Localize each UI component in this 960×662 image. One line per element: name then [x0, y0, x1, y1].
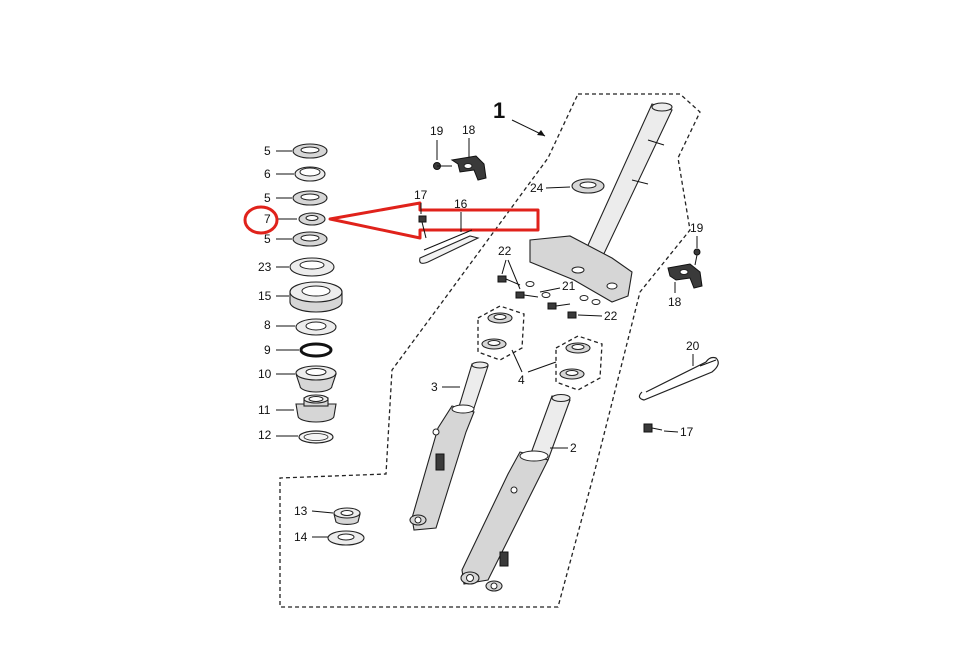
callout-20: 20 — [686, 339, 700, 353]
callout-16: 16 — [454, 197, 468, 211]
callout-22-bottom: 22 — [604, 309, 618, 323]
part-5-top — [292, 143, 328, 159]
callout-9: 9 — [264, 343, 271, 357]
part-24-nut — [571, 178, 605, 194]
part-4-seal-kit-left — [477, 305, 525, 361]
callout-6: 6 — [264, 167, 271, 181]
part-19-screw-top — [433, 162, 452, 170]
part-4-seal-kit-right — [555, 335, 603, 391]
steering-stem — [529, 102, 673, 303]
part-2-fork-right — [460, 393, 571, 592]
callout-13: 13 — [294, 504, 308, 518]
part-17-screw-top — [418, 215, 427, 239]
part-9-seal — [299, 342, 333, 358]
callout-23: 23 — [258, 260, 272, 274]
part-7 — [298, 212, 326, 226]
callout-12: 12 — [258, 428, 272, 442]
callout-15: 15 — [258, 289, 272, 303]
part-5-middle — [292, 190, 328, 206]
parts-21-22-bolts — [497, 275, 601, 319]
assembly-boundary — [279, 93, 701, 608]
callout-22-top: 22 — [498, 244, 512, 258]
callout-5-bottom: 5 — [264, 232, 271, 246]
callout-4: 4 — [518, 373, 525, 387]
callout-10: 10 — [258, 367, 272, 381]
callout-14: 14 — [294, 530, 308, 544]
part-12-ring — [298, 430, 334, 444]
part-10-cone — [295, 365, 337, 393]
part-15-bearing — [289, 281, 343, 313]
callout-21: 21 — [562, 279, 576, 293]
part-5-bottom — [292, 231, 328, 247]
callout-19-right: 19 — [690, 221, 704, 235]
part-14-washer — [327, 530, 365, 546]
part-11-cup — [295, 394, 337, 423]
callout-19-top: 19 — [430, 124, 444, 138]
callout-5-middle: 5 — [264, 191, 271, 205]
part-3-fork-left — [409, 361, 489, 531]
callout-11: 11 — [258, 403, 271, 417]
highlight-arrow — [328, 201, 540, 240]
callout-18-top: 18 — [462, 123, 476, 137]
part-23-washer — [289, 257, 335, 277]
callout-24: 24 — [530, 181, 544, 195]
part-6 — [294, 166, 326, 182]
part-20-clip — [638, 356, 719, 401]
part-18-bracket-right — [667, 263, 703, 289]
callout-18-right: 18 — [668, 295, 682, 309]
callout-7: 7 — [264, 212, 271, 226]
part-13-nut — [333, 507, 361, 525]
part-19-screw-right — [693, 248, 701, 266]
callout-3: 3 — [431, 380, 438, 394]
callout-2: 2 — [570, 441, 577, 455]
part-8-race — [295, 318, 337, 336]
highlight-circle — [243, 205, 279, 235]
callout-8: 8 — [264, 318, 271, 332]
assembly-number: 1 — [493, 98, 505, 123]
callout-17-top: 17 — [414, 188, 428, 202]
part-16-guide — [419, 229, 480, 264]
callout-17-right: 17 — [680, 425, 694, 439]
callout-5-top: 5 — [264, 144, 271, 158]
part-18-bracket-top — [450, 155, 487, 181]
part-17-screw-right — [643, 423, 663, 433]
